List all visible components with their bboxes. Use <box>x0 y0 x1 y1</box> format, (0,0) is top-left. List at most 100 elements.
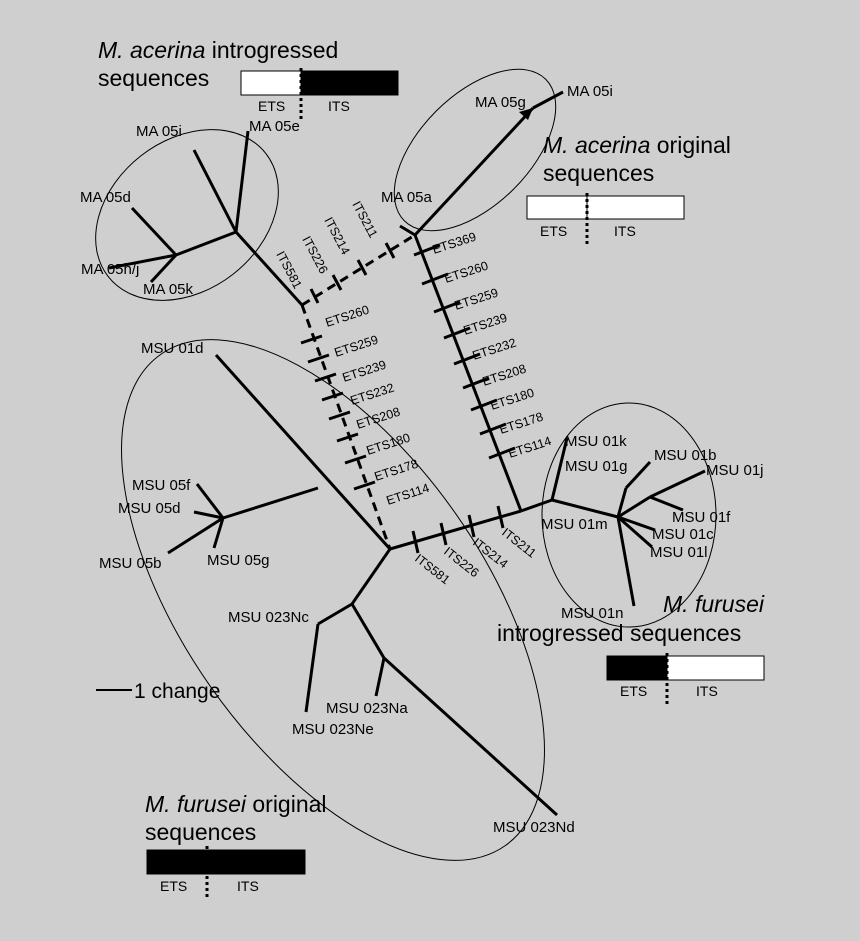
legend-its-bar <box>586 195 685 220</box>
taxon-label: MSU 01n <box>561 605 624 622</box>
msu-large-cluster <box>167 353 559 817</box>
legend-its-bar <box>206 849 306 875</box>
network-edge <box>616 516 636 607</box>
taxon-label: MSU 023Ne <box>292 721 374 738</box>
legend-furusei-introgressed: M. furusei introgressed sequences ETS IT… <box>497 591 765 706</box>
legend-species: M. furusei <box>663 591 765 617</box>
taxon-label: MA 05g <box>475 94 526 111</box>
taxon-label: MSU 05f <box>132 477 191 494</box>
mutation-label: ETS232 <box>349 381 396 408</box>
legend-furusei-original: M. furusei original sequences ETS ITS <box>145 791 327 900</box>
network-edge <box>617 515 653 549</box>
mutation-tick <box>384 242 396 259</box>
taxon-label: MSU 01k <box>565 433 627 450</box>
mutation-tick <box>353 480 376 491</box>
mutation-label: ITS211 <box>349 199 380 240</box>
network-edge <box>374 657 386 697</box>
mutation-tick <box>421 272 449 286</box>
network-edge <box>350 548 392 605</box>
mutation-tick <box>336 432 359 443</box>
network-edge <box>551 498 619 519</box>
mutation-label: ITS226 <box>299 234 330 276</box>
mutation-label: ETS114 <box>385 481 431 508</box>
legend-line1: original <box>246 791 327 817</box>
mutation-tick <box>470 398 498 412</box>
legend-ets-bar <box>526 195 588 220</box>
mutation-tick <box>344 454 367 465</box>
taxon-label: MA 05e <box>249 118 300 135</box>
mutation-tick <box>331 274 343 291</box>
network-edge <box>108 253 177 270</box>
legend-line2: sequences <box>98 65 209 91</box>
network-edge <box>550 437 569 501</box>
legend-its-label: ITS <box>696 683 718 699</box>
taxon-label: MA 05a <box>381 189 433 206</box>
network-edge <box>350 603 386 659</box>
mutation-tick <box>411 530 420 554</box>
mutation-tick <box>413 243 441 257</box>
network-edge <box>192 149 238 233</box>
mutation-tick <box>488 446 516 460</box>
dashed-path <box>300 233 416 550</box>
svg-text:M. furusei original: M. furusei original <box>145 791 327 817</box>
taxon-label: MSU 023Nd <box>493 819 575 836</box>
legend-its-label: ITS <box>614 223 636 239</box>
legend-line2: sequences <box>543 160 654 186</box>
taxon-label: MSU 05d <box>118 500 181 517</box>
network-edge <box>617 515 656 532</box>
network-edge <box>222 486 319 520</box>
legend-acerina-original: M. acerina original sequences ETS ITS <box>526 132 731 245</box>
taxon-label: MSU 01c <box>652 526 714 543</box>
legend-its-label: ITS <box>328 98 350 114</box>
taxon-label: MA 05i <box>567 83 613 100</box>
legend-its-bar <box>666 655 765 681</box>
legend-ets-bar <box>146 849 208 875</box>
network-edge <box>304 623 320 713</box>
network-edge <box>649 495 684 512</box>
legend-line1: original <box>650 132 731 158</box>
ma-right-cluster <box>399 90 564 237</box>
mutation-label: ETS259 <box>333 333 380 360</box>
svg-text:M. furusei: M. furusei <box>663 591 765 617</box>
network-edge <box>317 602 353 626</box>
legend-species: M. acerina <box>543 132 650 158</box>
mutation-tick <box>496 505 505 529</box>
taxon-label: MA 05h/j <box>81 261 139 278</box>
cluster-ellipse-msu-right <box>541 402 717 628</box>
cluster-ellipse-ma-right <box>393 68 557 232</box>
ma-left-cluster <box>108 130 304 307</box>
taxon-label: MSU 023Nc <box>228 609 309 626</box>
cluster-ellipse-msu-large <box>121 339 545 861</box>
mutation-label: ETS232 <box>471 336 518 363</box>
mutation-label: ETS260 <box>443 259 490 286</box>
mutation-tick <box>479 422 507 436</box>
svg-text:M. acerina introgressed: M. acerina introgressed <box>98 37 338 63</box>
network-edge <box>382 656 559 817</box>
mutation-label: ETS114 <box>507 434 553 461</box>
mutation-label: ETS178 <box>373 457 420 484</box>
arrow-head <box>519 108 533 120</box>
network-edge <box>212 517 225 549</box>
legend-line1: introgressed <box>205 37 338 63</box>
mutation-tick <box>300 334 323 345</box>
legend-ets-label: ETS <box>160 878 187 894</box>
mutation-tick <box>433 300 461 314</box>
legend-species: M. furusei <box>145 791 247 817</box>
legend-its-label: ITS <box>237 878 259 894</box>
mutation-label: ITS214 <box>321 215 352 257</box>
network-edge <box>617 495 651 519</box>
mutation-label: ETS208 <box>355 405 402 432</box>
legend-ets-bar <box>240 70 302 96</box>
network-edge <box>195 483 225 519</box>
mutation-label: ETS178 <box>498 410 545 437</box>
legend-ets-label: ETS <box>620 683 647 699</box>
network-edge <box>167 516 224 555</box>
mutation-label: ITS581 <box>273 249 304 291</box>
network-edge <box>624 460 652 490</box>
mutation-label: ETS369 <box>431 230 478 257</box>
taxon-label: MSU 01g <box>565 458 628 475</box>
taxon-label: MSU 01b <box>654 447 717 464</box>
network-edge <box>413 106 535 237</box>
network-edge <box>234 230 304 307</box>
